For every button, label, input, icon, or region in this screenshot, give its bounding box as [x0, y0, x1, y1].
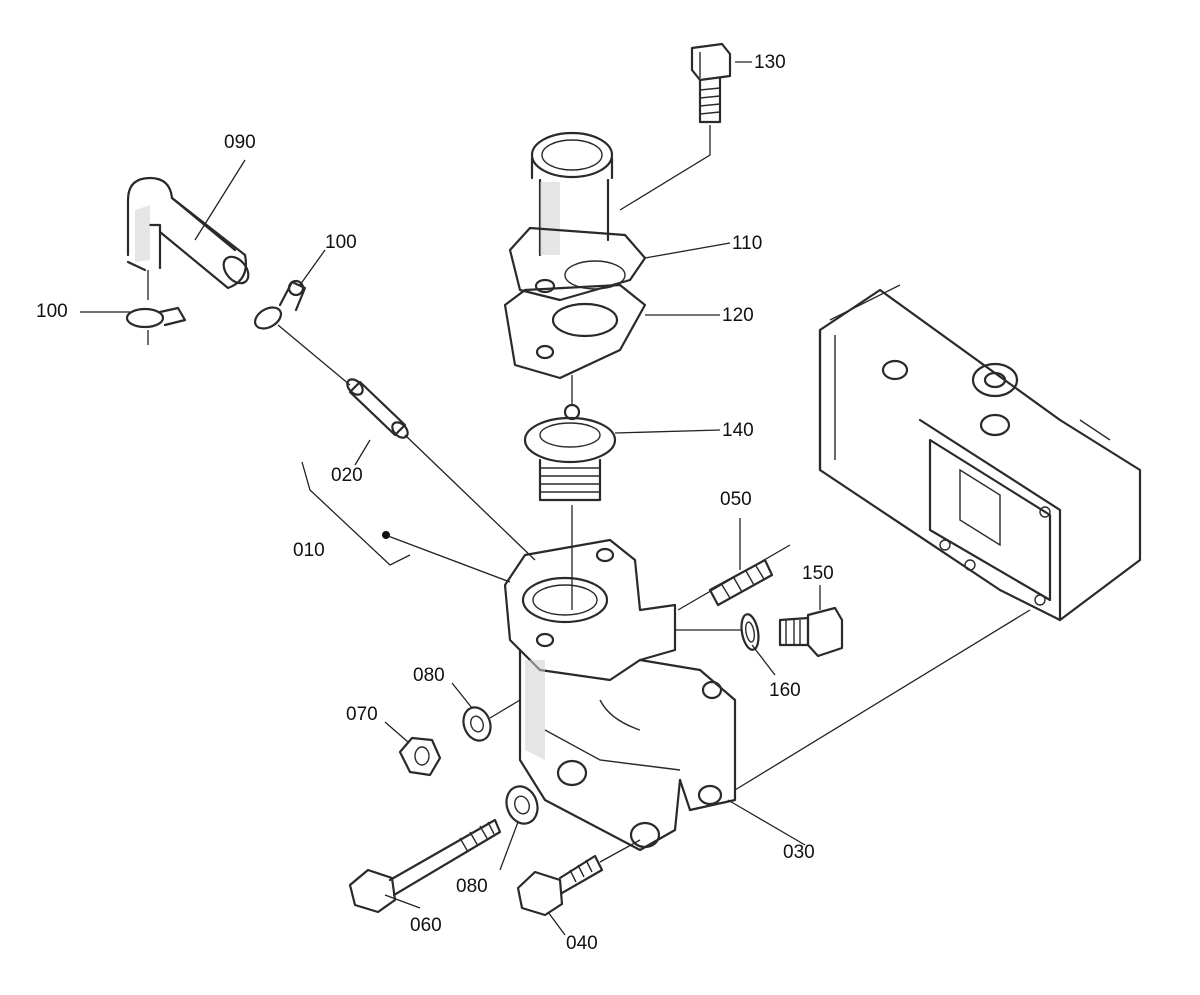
thermostat-140 [523, 375, 617, 540]
hose-clip-100-left [125, 270, 187, 345]
callout-060: 060 [410, 915, 442, 936]
engine-block [818, 284, 1142, 622]
hose-pipe-090 [126, 176, 250, 290]
callout-leaders [80, 61, 821, 936]
callout-030: 030 [783, 842, 815, 863]
nut-070 [398, 736, 442, 777]
callout-070: 070 [346, 704, 378, 725]
callout-140: 140 [722, 420, 754, 441]
callout-050: 050 [720, 489, 752, 510]
gasket-160 [740, 613, 760, 651]
gasket-120 [503, 283, 647, 380]
bolt-060 [348, 818, 502, 914]
washer-080-upper [462, 699, 521, 742]
plug-150 [778, 606, 844, 658]
callout-040: 040 [566, 933, 598, 954]
callout-100-left: 100 [36, 301, 68, 322]
callout-160: 160 [769, 680, 801, 701]
thermostat-housing-030 [503, 538, 1031, 852]
callout-010: 010 [293, 540, 325, 561]
callout-150: 150 [802, 563, 834, 584]
callout-020: 020 [331, 465, 363, 486]
thermostat-cover-110 [508, 131, 647, 302]
callout-110: 110 [732, 233, 763, 254]
assembly-bracket-010 [301, 461, 511, 583]
stud-050 [708, 558, 774, 607]
washer-080-lower [505, 785, 539, 825]
bolt-130 [619, 42, 732, 211]
callout-090: 090 [224, 132, 256, 153]
callout-100-right: 100 [325, 232, 357, 253]
callout-120: 120 [722, 305, 754, 326]
hose-clip-100-right [253, 279, 351, 386]
pipe-020 [346, 378, 536, 561]
callout-080-lower: 080 [456, 876, 488, 897]
bolt-040 [516, 839, 641, 917]
callout-080-upper: 080 [413, 665, 445, 686]
callout-130: 130 [754, 52, 786, 73]
